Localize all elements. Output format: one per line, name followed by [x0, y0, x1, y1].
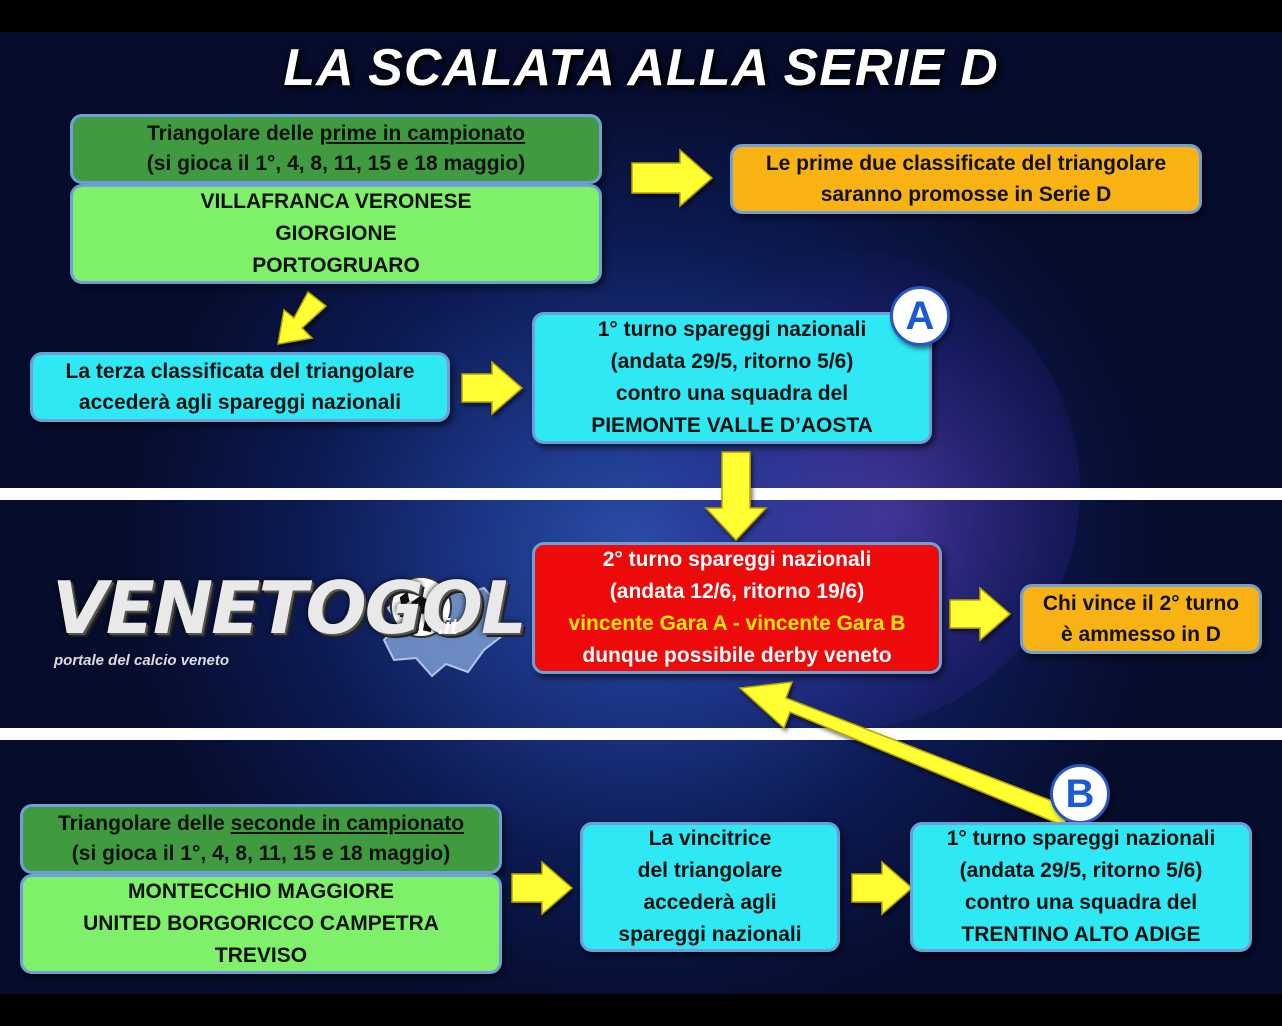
box-line: Le prime due classificate del triangolar… [765, 152, 1167, 175]
box-line: accederà agli spareggi nazionali [78, 391, 402, 414]
triangolare-prime-header: Triangolare delle prime in campionato (s… [70, 114, 602, 184]
box-line-highlight: vincente Gara A - vincente Gara B [568, 612, 906, 635]
header-dates: (si gioca il 1°, 4, 8, 11, 15 e 18 maggi… [146, 152, 526, 175]
round1-piemonte-box: 1° turno spareggi nazionali (andata 29/5… [532, 312, 932, 444]
box-line: (andata 12/6, ritorno 19/6) [609, 580, 865, 603]
box-line: Chi vince il 2° turno [1042, 592, 1240, 615]
triangolare-seconde-header: Triangolare delle seconde in campionato … [20, 804, 502, 874]
promoted-box: Le prime due classificate del triangolar… [730, 144, 1202, 214]
team-name: PORTOGRUARO [252, 254, 420, 277]
logo-wordmark: VENETOGOL [52, 566, 527, 650]
divider-bottom [0, 728, 1282, 740]
box-line: contro una squadra del [615, 382, 849, 405]
winner-box: Chi vince il 2° turno è ammesso in D [1020, 584, 1262, 654]
soccer-ball-icon [390, 576, 452, 638]
bottom-black-bar [0, 994, 1282, 1026]
team-name: UNITED BORGORICCO CAMPETRA [83, 912, 439, 935]
soccer-ball-pattern [399, 591, 443, 633]
header-prefix: Triangolare delle [57, 812, 231, 835]
box-line: dunque possibile derby veneto [582, 644, 892, 667]
team-name: VILLAFRANCA VERONESE [200, 190, 472, 213]
round2-box: 2° turno spareggi nazionali (andata 12/6… [532, 542, 942, 674]
box-line: PIEMONTE VALLE D’AOSTA [591, 414, 873, 437]
box-line: accederà agli [643, 891, 777, 914]
venetogol-logo: VENETOGOL .it portale del calcio veneto [52, 572, 527, 682]
team-name: MONTECCHIO MAGGIORE [128, 880, 394, 903]
round1-trentino-box: 1° turno spareggi nazionali (andata 29/5… [910, 822, 1252, 952]
logo-suffix: .it [438, 614, 458, 639]
box-line: spareggi nazionali [618, 923, 802, 946]
header-underline: seconde in campionato [230, 812, 465, 835]
divider-top [0, 488, 1282, 500]
top-black-bar [0, 0, 1282, 32]
header-dates: (si gioca il 1°, 4, 8, 11, 15 e 18 maggi… [71, 842, 451, 865]
header-underline: prime in campionato [319, 122, 526, 145]
box-line: La terza classificata del triangolare [65, 360, 415, 383]
box-line: è ammesso in D [1061, 623, 1221, 646]
box-line: TRENTINO ALTO ADIGE [961, 923, 1201, 946]
box-line: (andata 29/5, ritorno 5/6) [959, 859, 1203, 882]
box-line: del triangolare [637, 859, 783, 882]
box-line: (andata 29/5, ritorno 5/6) [610, 350, 854, 373]
badge-b: B [1050, 764, 1110, 824]
team-name: GIORGIONE [275, 222, 397, 245]
logo-tagline: portale del calcio veneto [54, 652, 230, 669]
box-line: 1° turno spareggi nazionali [946, 827, 1216, 850]
box-line: 2° turno spareggi nazionali [602, 548, 872, 571]
box-line: La vincitrice [648, 827, 772, 850]
badge-a: A [890, 286, 950, 346]
box-line: 1° turno spareggi nazionali [597, 318, 867, 341]
header-prefix: Triangolare delle [146, 122, 320, 145]
third-placed-box: La terza classificata del triangolare ac… [30, 352, 450, 422]
tri2-winner-box: La vincitrice del triangolare accederà a… [580, 822, 840, 952]
triangolare-prime-teams: VILLAFRANCA VERONESE GIORGIONE PORTOGRUA… [70, 184, 602, 284]
page-title: LA SCALATA ALLA SERIE D [283, 39, 999, 97]
box-line: contro una squadra del [964, 891, 1198, 914]
triangolare-seconde-teams: MONTECCHIO MAGGIORE UNITED BORGORICCO CA… [20, 874, 502, 974]
box-line: saranno promosse in Serie D [820, 183, 1112, 206]
team-name: TREVISO [214, 944, 308, 967]
